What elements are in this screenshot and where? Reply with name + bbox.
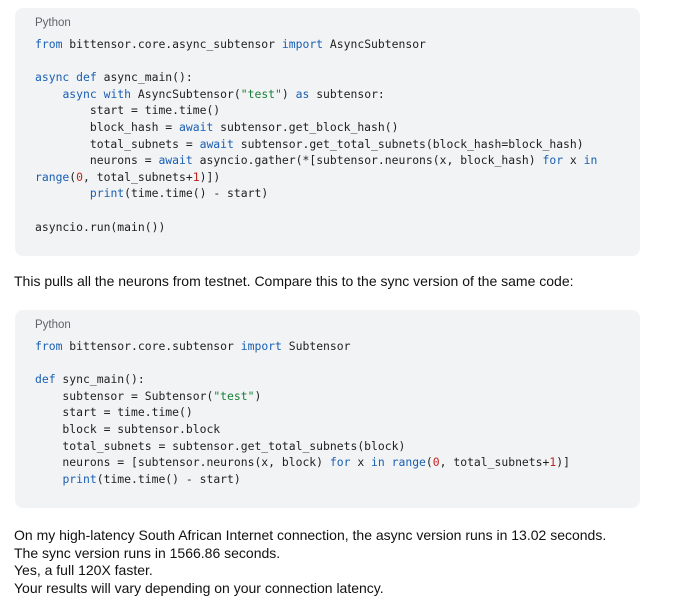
code-token: ) [281, 86, 296, 101]
code-token: subtensor: [309, 86, 385, 101]
code-token: block = subtensor.block [35, 421, 221, 436]
code-line: neurons = [subtensor.neurons(x, block) f… [35, 455, 570, 469]
code-token: Subtensor [281, 339, 351, 353]
code-token: for [329, 455, 351, 470]
code-token: from [35, 37, 63, 51]
code-token: start = time.time() [35, 103, 221, 118]
code-token [35, 186, 90, 200]
code-token: 0 [76, 169, 84, 184]
code-token: await [199, 136, 234, 151]
code-token: range [391, 455, 426, 470]
code-token: ) [254, 388, 262, 403]
result-line: The sync version runs in 1566.86 seconds… [14, 544, 281, 561]
code-token: , total_subnets+ [83, 169, 193, 184]
code-token: , total_subnets+ [439, 455, 550, 470]
code-content: from bittensor.core.subtensor import Sub… [35, 338, 570, 487]
code-block-async: Python from bittensor.core.async_subtens… [15, 8, 640, 256]
code-token [35, 87, 62, 101]
code-token: neurons = [35, 153, 159, 168]
code-token: def [35, 372, 56, 387]
code-token: subtensor.get_total_subnets(block_hash=b… [233, 136, 584, 151]
code-token: 1 [192, 169, 200, 184]
code-token: print [62, 471, 97, 486]
code-token: block_hash = [35, 119, 180, 134]
code-token: asyncio.gather(*[subtensor.neurons(x, bl… [192, 153, 543, 168]
code-token: in [583, 153, 598, 168]
intro-paragraph: This pulls all the neurons from testnet.… [14, 273, 574, 289]
code-block-sync: Python from bittensor.core.subtensor imp… [15, 310, 640, 508]
code-line: from bittensor.core.async_subtensor impo… [35, 37, 426, 51]
code-token: neurons = [subtensor.neurons(x, block) [35, 455, 330, 470]
code-line: asyncio.run(main()) [35, 220, 165, 234]
code-token: async with [62, 86, 132, 101]
code-token: from [35, 339, 63, 353]
result-line: On my high-latency South African Interne… [14, 527, 607, 543]
code-token [35, 472, 62, 486]
code-token: await [158, 153, 193, 168]
code-token: import [240, 339, 282, 353]
code-token: ( [425, 455, 433, 470]
code-line: block = subtensor.block [35, 422, 220, 436]
code-line: async def async_main(): [35, 70, 193, 84]
code-token: )]) [199, 169, 221, 184]
code-token: "test" [213, 388, 255, 403]
code-language-label: Python [35, 319, 71, 331]
code-line: async with AsyncSubtensor("test") as sub… [35, 86, 385, 101]
code-line: start = time.time() [35, 103, 220, 117]
code-token: "test" [240, 86, 282, 101]
code-token: bittensor.core.subtensor [62, 339, 241, 353]
code-token: in [371, 455, 385, 470]
code-token: subtensor = Subtensor( [35, 388, 214, 403]
code-line: print(time.time() - start) [35, 471, 241, 486]
code-line: total_subnets = subtensor.get_total_subn… [35, 439, 405, 453]
result-line: Your results will vary depending on your… [14, 579, 384, 596]
code-token: await [179, 119, 214, 134]
code-token: AsyncSubtensor [323, 37, 426, 51]
code-token: (time.time() - start) [124, 186, 269, 201]
code-token [385, 455, 392, 469]
code-token: ( [69, 169, 77, 184]
code-line: range(0, total_subnets+1)]) [35, 170, 220, 184]
code-content: from bittensor.core.async_subtensor impo… [35, 36, 597, 235]
code-token: async_main(): [96, 70, 193, 85]
code-language-label: Python [35, 17, 71, 29]
code-token: subtensor.get_block_hash() [213, 119, 399, 134]
code-token: total_subnets = [35, 136, 200, 151]
code-token: (time.time() - start) [96, 471, 241, 486]
code-line: start = time.time() [35, 405, 193, 420]
code-token: asyncio.run(main()) [35, 219, 166, 234]
code-token: for [542, 153, 564, 168]
results-paragraph: On my high-latency South African Interne… [14, 527, 606, 597]
code-token: x [563, 153, 584, 168]
code-token: )] [556, 455, 570, 470]
result-line: Yes, a full 120X faster. [14, 562, 153, 578]
code-token: sync_main(): [55, 372, 145, 387]
code-line: neurons = await asyncio.gather(*[subtens… [35, 153, 598, 168]
code-token: async def [35, 70, 97, 85]
code-token: range [35, 169, 70, 184]
code-line: subtensor = Subtensor("test") [35, 389, 261, 403]
code-token: import [281, 37, 324, 51]
code-token: print [89, 186, 125, 201]
code-line: print(time.time() - start) [35, 186, 268, 200]
code-token: as [295, 86, 310, 101]
code-line: from bittensor.core.subtensor import Sub… [35, 339, 350, 353]
code-token: 0 [432, 455, 440, 470]
code-token: bittensor.core.async_subtensor [62, 37, 282, 51]
code-token: x [350, 455, 372, 470]
code-line: def sync_main(): [35, 372, 145, 386]
code-line: total_subnets = await subtensor.get_tota… [35, 137, 584, 151]
code-token: total_subnets = subtensor.get_total_subn… [35, 438, 406, 453]
code-token: 1 [549, 455, 557, 470]
code-line: block_hash = await subtensor.get_block_h… [35, 119, 399, 134]
code-token: start = time.time() [35, 405, 193, 420]
code-token: AsyncSubtensor( [131, 86, 241, 101]
